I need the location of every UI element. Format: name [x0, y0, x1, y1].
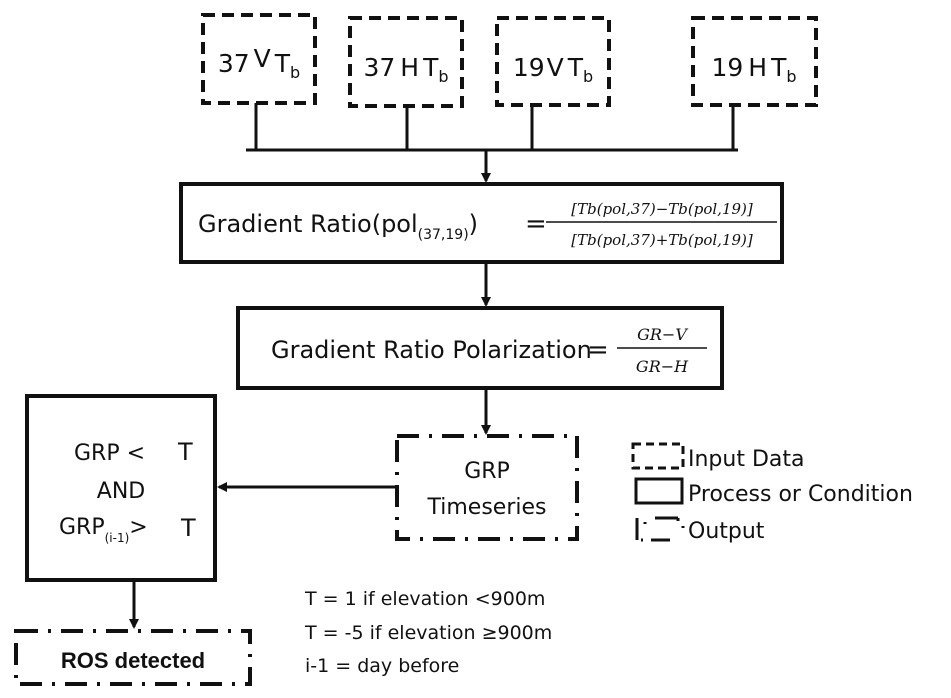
svg-text:Output: Output [688, 519, 765, 544]
grp-denominator: GR−H [636, 357, 689, 376]
svg-text:T: T [180, 514, 196, 542]
ros-detected-node: ROS detected [14, 629, 252, 686]
grp-node: Gradient Ratio Polarization = GR−V GR−H [236, 306, 724, 390]
legend-item-output: Output [635, 516, 765, 544]
svg-text:Input Data: Input Data [688, 447, 805, 472]
svg-text:Process or Condition: Process or Condition [688, 482, 913, 507]
svg-text:AND: AND [97, 479, 145, 504]
svg-text:Timeseries: Timeseries [427, 495, 547, 520]
input-bus-connector [246, 103, 738, 183]
svg-text:ROS detected: ROS detected [61, 648, 205, 673]
grp-label: Gradient Ratio Polarization [271, 336, 592, 364]
note-threshold-low: T = 1 if elevation <900m [304, 588, 545, 610]
legend-item-process: Process or Condition [634, 477, 913, 507]
svg-text:Gradient Ratio(pol(37,19)): Gradient Ratio(pol(37,19)) [198, 210, 478, 243]
gradient-ratio-node: Gradient Ratio(pol(37,19)) = [Tb(pol,37)… [179, 182, 784, 264]
condition-node: GRP < T AND GRP(i-1)> T [25, 394, 217, 582]
legend: Input Data Process or Condition Output [631, 442, 913, 544]
note-threshold-high: T = -5 if elevation ≥900m [304, 622, 552, 644]
equals-sign: = [525, 209, 547, 239]
note-day-before: i-1 = day before [305, 655, 459, 677]
gr-numerator: [Tb(pol,37)−Tb(pol,19)] [571, 200, 753, 218]
gr-denominator: [Tb(pol,37)+Tb(pol,19)] [571, 231, 753, 249]
notes: T = 1 if elevation <900m T = -5 if eleva… [304, 588, 552, 677]
grp-numerator: GR−V [637, 325, 688, 344]
legend-item-input: Input Data [631, 442, 805, 472]
svg-text:GRP: GRP [464, 459, 510, 484]
svg-text:=: = [587, 335, 609, 365]
svg-text:GRP(i-1)>: GRP(i-1)> [59, 515, 148, 545]
svg-text:GRP <: GRP < [74, 441, 145, 466]
svg-text:T: T [177, 438, 193, 466]
timeseries-node: GRP Timeseries [395, 434, 579, 541]
input-freq: 37 [218, 49, 250, 78]
